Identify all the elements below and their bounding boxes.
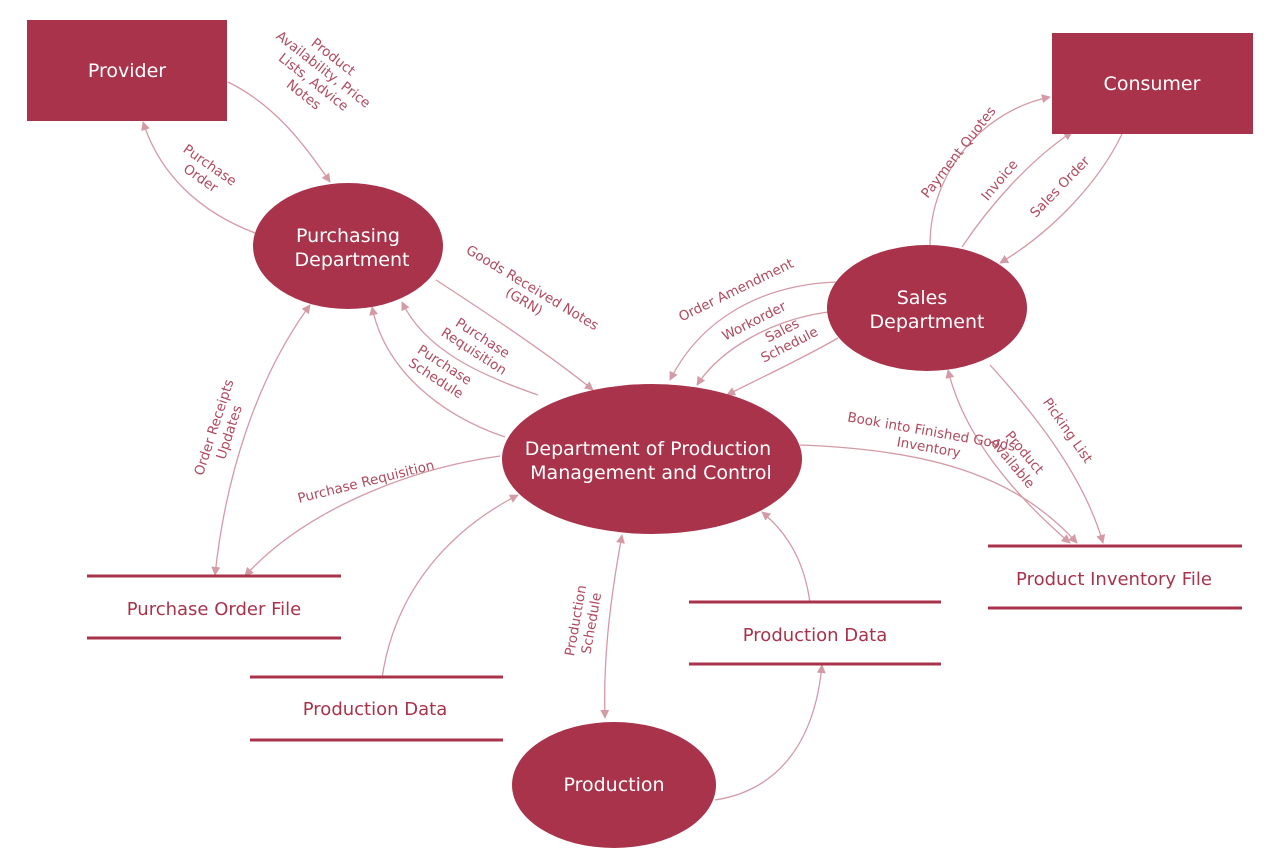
process-production[interactable]: Production [512, 722, 716, 848]
flow-purchasing-to-provider [141, 121, 256, 234]
flow-central-to-purchaseorderfile [244, 455, 501, 577]
entity-consumer[interactable]: Consumer [1052, 33, 1253, 134]
svg-text:Picking List: Picking List [1039, 395, 1095, 466]
flow-inventory-sales [945, 369, 1071, 544]
svg-text:Sales Order: Sales Order [1027, 153, 1093, 221]
flow-sales-to-consumer-invoice [961, 131, 1073, 248]
flow-purchasing-orderfile [211, 304, 311, 576]
flow-prodstore-left-to-central [381, 494, 519, 679]
svg-text:Production Data: Production Data [303, 699, 447, 720]
flow-sales-to-central-schedule [726, 337, 839, 396]
flow-central-production [600, 534, 625, 719]
svg-text:Purchasing: Purchasing [296, 225, 400, 247]
store-production-data-left[interactable]: Production Data [250, 675, 503, 742]
flow-central-to-purchasing-requisition [401, 301, 539, 396]
svg-text:Department: Department [295, 249, 410, 271]
label-purchase-requisition-b: Purchase Requisition [296, 457, 436, 506]
store-production-data-right[interactable]: Production Data [689, 600, 941, 666]
entity-provider-label: Provider [88, 60, 166, 82]
svg-text:Sales: Sales [897, 287, 948, 309]
flow-consumer-to-sales [999, 133, 1123, 264]
store-product-inventory-file[interactable]: Product Inventory File [988, 544, 1242, 610]
flow-provider-to-purchasing [227, 81, 331, 183]
process-production-management[interactable]: Department of Production Management and … [502, 384, 802, 534]
flow-sales-to-central-amendment [669, 281, 837, 381]
flow-central-to-purchasing-schedule [369, 306, 506, 438]
label-product-availability: Product Availability, Price Lists, Advic… [273, 28, 374, 115]
label-production-schedule: Production Schedule [562, 584, 605, 658]
svg-text:Purchase Requisition: Purchase Requisition [296, 457, 436, 506]
flow-production-to-prodstore-right [714, 664, 826, 801]
label-sales-order: Sales Order [1027, 153, 1093, 221]
svg-text:Department of Production: Department of Production [525, 438, 771, 460]
flow-sales-to-inventory [989, 364, 1106, 544]
flow-purchasing-to-central [435, 279, 594, 391]
store-purchase-order-file[interactable]: Purchase Order File [87, 574, 341, 640]
svg-text:Production Data: Production Data [743, 625, 887, 646]
label-order-receipts: Order Receipts Updates [191, 377, 246, 477]
entity-provider[interactable]: Provider [27, 20, 227, 121]
svg-text:Department: Department [870, 311, 985, 333]
process-sales-department[interactable]: Sales Department [827, 245, 1027, 371]
label-purchase-order: Purchase Order [180, 141, 239, 196]
label-picking-list: Picking List [1039, 395, 1095, 466]
svg-text:Management and Control: Management and Control [530, 462, 772, 484]
process-purchasing-department[interactable]: Purchasing Department [253, 183, 443, 309]
svg-text:Product Inventory File: Product Inventory File [1016, 569, 1212, 590]
svg-text:Purchase Order File: Purchase Order File [127, 599, 301, 620]
flow-sales-to-central-workorder [696, 311, 829, 386]
flow-sales-to-consumer-payment [929, 94, 1051, 246]
svg-text:Goods Received Notes: Goods Received Notes [463, 242, 601, 334]
svg-text:Production: Production [563, 774, 664, 796]
flow-prodstore-right-to-central [761, 511, 811, 604]
entity-consumer-label: Consumer [1104, 73, 1201, 95]
